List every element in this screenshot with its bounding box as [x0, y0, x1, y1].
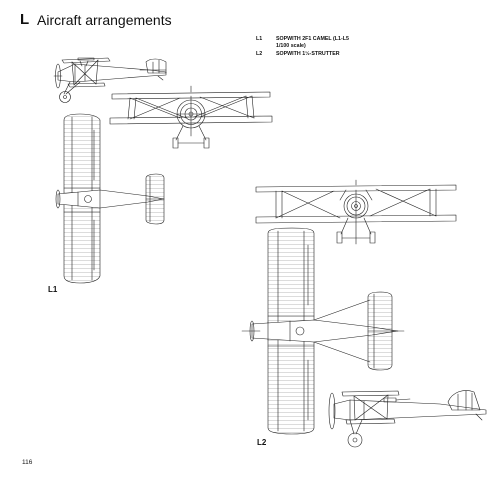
legend-key: L1 — [256, 36, 263, 42]
l1-plan-view — [55, 113, 165, 284]
l1-side-view — [53, 57, 167, 103]
figure-label-l2: L2 — [257, 438, 267, 447]
legend-text: SOPWITH 1½-STRUTTER — [276, 51, 340, 57]
l2-plan-view — [241, 227, 405, 435]
legend-text: SOPWITH 2F1 CAMEL (L1-L5 — [276, 36, 349, 42]
page-number: 116 — [22, 459, 33, 466]
section-title: Aircraft arrangements — [37, 12, 172, 28]
l2-front-view — [255, 179, 457, 245]
l1-front-view — [109, 85, 273, 149]
figure-label-l1: L1 — [48, 285, 58, 294]
l2-side-view — [328, 390, 487, 448]
legend-key: L2 — [256, 51, 263, 57]
section-letter: L — [20, 11, 30, 28]
legend-text-cont: 1/100 scale) — [276, 42, 306, 49]
